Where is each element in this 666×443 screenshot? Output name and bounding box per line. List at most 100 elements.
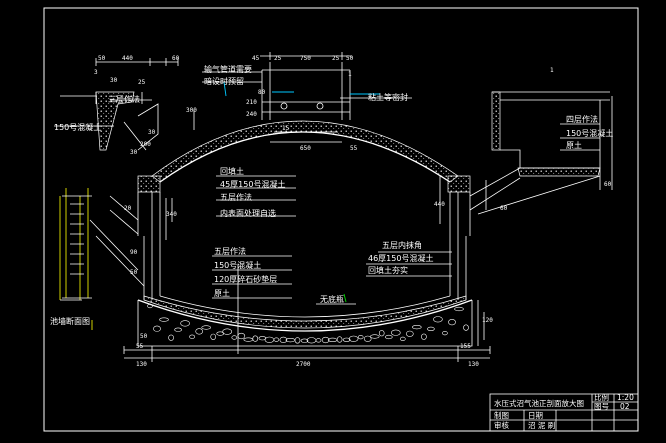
dim-130b: 130 <box>468 361 479 368</box>
dim-2700: 2700 <box>296 361 311 368</box>
gravel-stone <box>243 337 254 342</box>
clay-seal-label: 粘土等密封 <box>368 92 408 102</box>
dim-20: 20 <box>124 205 132 212</box>
dimension-lines <box>95 52 491 362</box>
title-block-sheet-value: 02 <box>620 402 630 411</box>
gravel-stone <box>342 337 351 342</box>
gravel-stone <box>433 316 443 323</box>
side-walls <box>137 175 471 300</box>
dim-50b: 50 <box>346 55 354 62</box>
gravel-stone <box>363 335 372 342</box>
gravel-stone <box>168 334 174 341</box>
dim-55: 55 <box>350 145 358 152</box>
dim-30c: 30 <box>148 129 156 136</box>
gravel-stone <box>258 336 267 341</box>
gravel-stone <box>237 332 246 340</box>
dim-200: 200 <box>140 141 151 148</box>
dim-90: 90 <box>130 249 138 256</box>
gravel-stone <box>454 306 464 312</box>
title-block-check-value: 沼 泥 刷 <box>528 421 555 430</box>
gravel-stone <box>147 303 153 309</box>
pool-wall-section-label: 池墙断面图 <box>50 316 90 326</box>
gravel-stone <box>369 334 380 339</box>
dim-3a: 3 <box>94 69 98 76</box>
dim-1b: 1 <box>550 67 554 74</box>
gravel-stone <box>252 335 259 342</box>
backfill-label: 回填土 <box>220 166 244 176</box>
pipe-note-1: 输气管道需要 <box>204 64 252 74</box>
five-layer-top-label: 五层作法 <box>220 192 252 202</box>
concrete-150-lower-label: 150号混凝土 <box>214 260 261 270</box>
dim-750: 750 <box>300 55 311 62</box>
gravel-stone <box>427 326 435 332</box>
gravel-stone <box>159 317 169 322</box>
dim-30b: 30 <box>130 149 138 156</box>
gravel-stone <box>378 330 385 337</box>
dim-50d: 50 <box>140 333 148 340</box>
title-block <box>489 393 639 432</box>
dim-340: 340 <box>166 211 177 218</box>
gravel-stone <box>357 335 364 340</box>
gravel-stone <box>321 336 330 344</box>
dim-60b: 60 <box>604 181 612 188</box>
dim-210: 210 <box>246 99 257 106</box>
gravel-stone <box>348 335 359 342</box>
title-block-title: 水压式沼气池正剖面放大图 <box>494 398 584 408</box>
inner-surface-label: 内表面处理自选 <box>220 208 276 218</box>
dim-55b: 55 <box>136 343 144 350</box>
dim-30a: 30 <box>110 77 118 84</box>
bottom-arch <box>137 295 473 347</box>
gravel-stone <box>201 325 211 330</box>
gravel-stone <box>264 336 275 343</box>
dim-60: 60 <box>172 55 180 62</box>
gravel-stone <box>195 328 203 335</box>
gravel-stone <box>448 319 456 326</box>
c45-150-label: 45厚150号混凝土 <box>220 179 285 189</box>
plain-soil-right-label: 原土 <box>566 140 582 150</box>
pool-wall-detail <box>62 188 92 299</box>
gravel-stone <box>336 336 343 343</box>
gravel-stone <box>384 334 393 340</box>
outer-frame <box>43 7 639 432</box>
dim-25b: 25 <box>274 55 282 62</box>
sand-gravel-label: 120厚碎石砂垫层 <box>214 274 277 284</box>
c46-150-label: 46厚150号混凝土 <box>368 253 433 263</box>
dim-440: 440 <box>122 55 133 62</box>
no-bottom-label: 无底瓶 <box>320 294 344 304</box>
gravel-stone <box>463 324 469 331</box>
four-layer-label: 四层作法 <box>566 114 598 124</box>
gravel-stone <box>405 330 414 337</box>
backfill-tamp-label: 回填土夯实 <box>368 265 408 275</box>
dim-60c: 60 <box>500 205 508 212</box>
dim-1: 1 <box>348 71 352 78</box>
title-block-scale-value: 1:20 <box>617 393 634 402</box>
dim-15: 15 <box>282 125 290 132</box>
title-block-date-label: 日期 <box>528 411 543 420</box>
gravel-stone <box>279 336 288 344</box>
gravel-stone <box>300 338 309 343</box>
left-chamber <box>60 91 159 151</box>
title-block-check-label: 审核 <box>494 420 509 430</box>
accent-lines <box>91 81 380 330</box>
dim-45a: 45 <box>252 55 260 62</box>
gravel-stone <box>273 337 280 342</box>
title-block-scale-label: 比例 <box>594 392 609 402</box>
gravel-stone <box>231 335 238 340</box>
gravel-stone <box>189 334 195 339</box>
gravel-stone <box>442 331 448 336</box>
gravel-stone <box>315 338 322 343</box>
pipe-note-2: 暗设时预留 <box>204 76 244 86</box>
dim-50c: 50 <box>130 269 138 276</box>
gravel-stone <box>285 338 296 343</box>
dim-120: 120 <box>482 317 493 324</box>
dim-300: 300 <box>186 107 197 114</box>
dim-25a: 25 <box>138 79 146 86</box>
title-block-sheet-label: 图号 <box>594 402 609 411</box>
gravel-stones <box>147 303 469 344</box>
dim-650: 650 <box>300 145 311 152</box>
left-diagonals <box>59 195 145 301</box>
gravel-stone <box>210 333 216 340</box>
dim-130a: 130 <box>136 361 147 368</box>
dim-50: 50 <box>98 55 106 62</box>
